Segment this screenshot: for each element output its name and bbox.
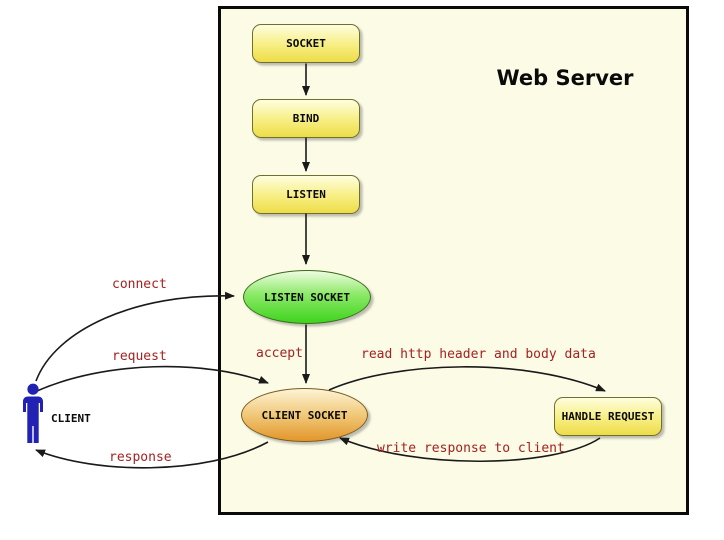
edge-label-request: request <box>112 349 167 364</box>
node-bind: BIND <box>252 99 360 138</box>
edge-label-response: response <box>109 450 172 465</box>
node-listen-socket: LISTEN SOCKET <box>243 270 371 324</box>
node-listen-socket-label: LISTEN SOCKET <box>263 290 351 304</box>
edge-label-accept: accept <box>256 346 303 361</box>
node-listen: LISTEN <box>252 175 360 214</box>
node-client-socket: CLIENT SOCKET <box>241 388 368 442</box>
node-bind-label: BIND <box>292 112 320 125</box>
arrow-connect <box>35 291 235 382</box>
diagram-title: Web Server <box>496 66 634 90</box>
edge-label-connect: connect <box>112 277 167 292</box>
node-client-socket-label: CLIENT SOCKET <box>261 408 348 422</box>
node-socket-label: SOCKET <box>286 37 326 50</box>
node-socket: SOCKET <box>252 24 360 63</box>
edge-label-write-response: write response to client <box>377 441 565 456</box>
node-handle-request-label: HANDLE REQUEST <box>561 410 655 423</box>
client-actor-label: CLIENT <box>51 412 91 425</box>
node-handle-request: HANDLE REQUEST <box>554 397 662 436</box>
client-person-icon <box>23 383 43 443</box>
node-listen-label: LISTEN <box>286 188 326 201</box>
edge-label-read-http: read http header and body data <box>361 347 596 362</box>
